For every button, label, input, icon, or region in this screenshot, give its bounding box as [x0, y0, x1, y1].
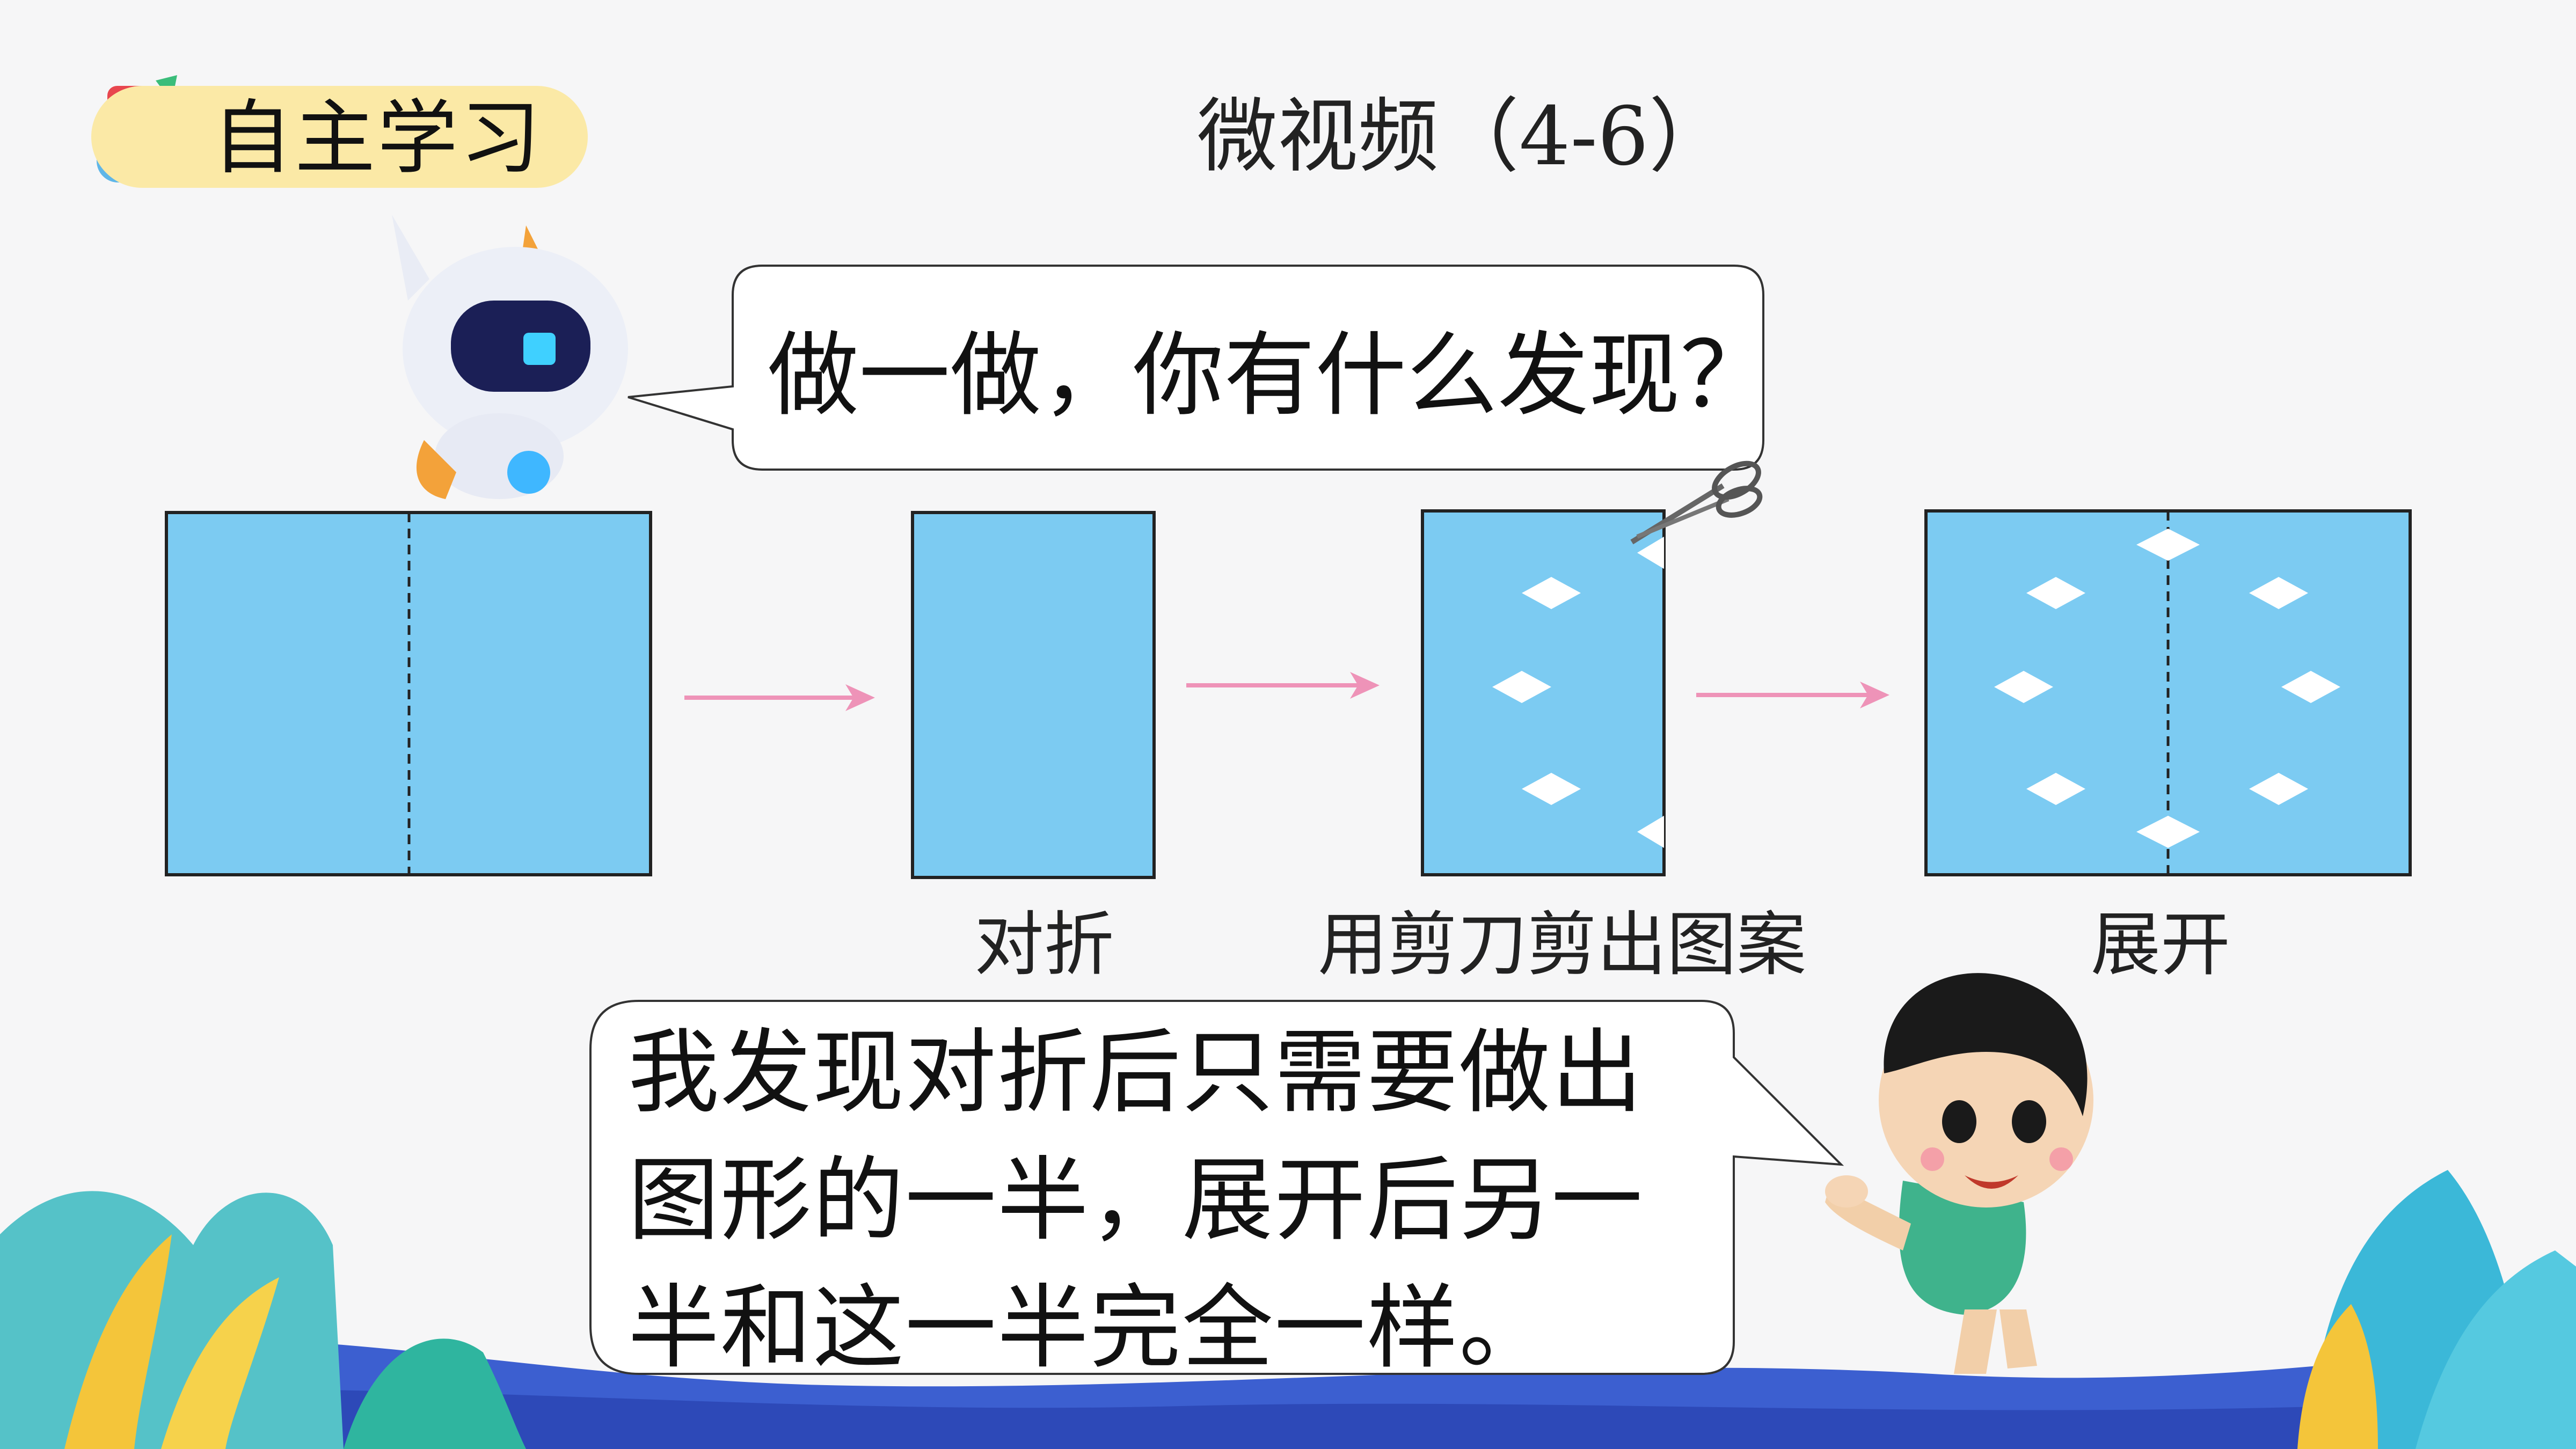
step-3-caption: 用剪刀剪出图案 [1318, 904, 1807, 985]
step-2-caption: 对折 [974, 904, 1114, 985]
landscape-decoration [0, 1170, 2576, 1449]
arrow-3 [1696, 682, 1889, 708]
boy-speech-bubble [589, 1000, 1844, 1375]
step-4-paper [1924, 509, 2412, 876]
step-1-paper [165, 511, 652, 876]
step-3-paper [1421, 509, 1666, 876]
boy-bubble-text: 我发现对折后只需要做出图形的一半，展开后另一半和这一半完全一样。 [628, 1020, 1644, 1381]
step-2-paper [911, 511, 1156, 879]
robot-bubble-text: 做一做，你有什么发现？ [768, 323, 1772, 429]
page-title: 微视频（4-6） [1197, 90, 1730, 184]
arrow-2 [1186, 672, 1380, 699]
section-badge-label: 自主学习 [212, 92, 543, 185]
robot-mascot [392, 215, 628, 499]
robot-speech-bubble [627, 265, 1764, 471]
arrow-1 [684, 684, 875, 711]
step-4-caption: 展开 [2091, 904, 2231, 985]
section-badge [91, 86, 588, 188]
scissors-icon [1630, 460, 1763, 545]
boy-character [1825, 973, 2093, 1374]
